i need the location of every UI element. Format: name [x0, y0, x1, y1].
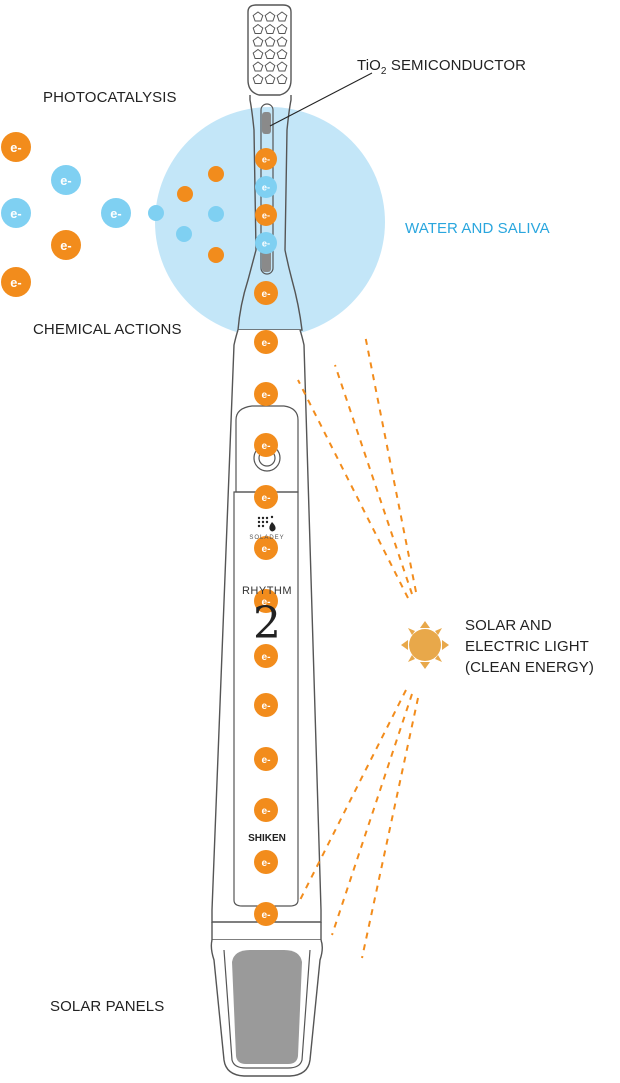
electron-label: e-: [262, 183, 270, 193]
electron-icon: e-: [254, 281, 278, 305]
electron-icon: e-: [254, 644, 278, 668]
electron-icon: e-: [255, 232, 277, 254]
electron-label: e-: [261, 858, 270, 869]
bristle-tuft: [264, 48, 276, 59]
bristle-tuft: [264, 11, 276, 22]
electron-label: e-: [261, 597, 270, 608]
solar-panels-label: SOLAR PANELS: [50, 998, 165, 1015]
electron-label: e-: [10, 275, 21, 290]
electron-label: e-: [261, 652, 270, 663]
bristle-tuft: [252, 11, 264, 22]
electron-label: e-: [261, 441, 270, 452]
brand-small-text: SOLADEY: [249, 535, 285, 541]
electron-icon: e-: [101, 198, 131, 228]
electron-icon: e-: [254, 798, 278, 822]
electron-label: e-: [261, 910, 270, 921]
tio2-semiconductor-label: TiO2 SEMICONDUCTOR: [357, 55, 526, 82]
electron-icon: e-: [254, 902, 278, 926]
tio2-leader-line: [269, 72, 373, 127]
electron-icon: e-: [254, 850, 278, 874]
free-particles: [148, 166, 224, 263]
bristle-tuft: [264, 61, 276, 72]
electron-label: e-: [261, 493, 270, 504]
electron-label: e-: [261, 755, 270, 766]
electron-label: e-: [261, 338, 270, 349]
electron-icon: e-: [254, 485, 278, 509]
electron-icon: e-: [254, 693, 278, 717]
electron-icon: e-: [254, 747, 278, 771]
electron-icon: e-: [254, 536, 278, 560]
electron-label: e-: [262, 239, 270, 249]
bristle-tuft: [276, 61, 288, 72]
bristle-tuft: [252, 48, 264, 59]
electron-group: e-e-e-e-e-e-e-e-e-e-e-e-e-e-e-e-e-e-e-e-…: [1, 132, 278, 926]
tio2-rod-lower: [262, 250, 271, 272]
electron-label: e-: [10, 206, 21, 221]
bristle-tufts: [252, 11, 288, 84]
electron-icon: e-: [254, 330, 278, 354]
chemical-actions-label: CHEMICAL ACTIONS: [33, 321, 182, 338]
tio2-suffix: SEMICONDUCTOR: [386, 57, 527, 74]
electron-icon: e-: [254, 382, 278, 406]
electron-label: e-: [261, 289, 270, 300]
electron-icon: e-: [255, 176, 277, 198]
soladey-logo-icon: [257, 515, 276, 532]
electron-icon: e-: [51, 165, 81, 195]
bristle-tuft: [252, 73, 264, 84]
bristle-tuft: [264, 36, 276, 47]
bristle-tuft: [276, 48, 288, 59]
tio2-prefix: TiO: [357, 57, 381, 74]
electron-icon: e-: [254, 589, 278, 613]
solar-label-line1: SOLAR AND: [465, 617, 552, 634]
water-saliva-label: WATER AND SALIVA: [405, 220, 550, 237]
electron-label: e-: [60, 238, 71, 253]
model-number: 2: [253, 598, 281, 649]
bristle-tuft: [252, 36, 264, 47]
bristle-tuft: [276, 23, 288, 34]
bristle-tuft: [276, 11, 288, 22]
electron-icon: e-: [255, 148, 277, 170]
electron-icon: e-: [1, 267, 31, 297]
bristle-tuft: [276, 36, 288, 47]
sun-icon: [401, 621, 449, 669]
bristle-tuft: [252, 23, 264, 34]
bristle-tuft: [264, 73, 276, 84]
electron-label: e-: [262, 155, 270, 165]
button-panel: [235, 405, 299, 493]
electron-label: e-: [110, 206, 121, 221]
solar-panel: [232, 950, 302, 1064]
electron-icon: e-: [255, 204, 277, 226]
electron-icon: e-: [1, 198, 31, 228]
model-name: RHYTHM: [241, 585, 293, 597]
electron-icon: e-: [51, 230, 81, 260]
light-rays: [297, 334, 419, 959]
bristle-tuft: [252, 61, 264, 72]
electron-icon: e-: [1, 132, 31, 162]
electron-label: e-: [261, 701, 270, 712]
electron-label: e-: [261, 806, 270, 817]
tio2-rod: [262, 112, 271, 134]
tio2-subscript: 2: [380, 66, 387, 77]
electron-label: e-: [60, 173, 71, 188]
maker-label: SHIKEN: [248, 833, 286, 844]
bristle-tuft: [276, 73, 288, 84]
solar-label-line3: (CLEAN ENERGY): [465, 659, 594, 676]
electron-label: e-: [261, 544, 270, 555]
electron-icon: e-: [254, 433, 278, 457]
electron-label: e-: [261, 390, 270, 401]
electron-label: e-: [262, 211, 270, 221]
inner-panel: [233, 491, 299, 907]
photocatalysis-label: PHOTOCATALYSIS: [43, 89, 177, 106]
bristle-tuft: [264, 23, 276, 34]
electron-label: e-: [10, 140, 21, 155]
solar-label-line2: ELECTRIC LIGHT: [465, 638, 589, 655]
